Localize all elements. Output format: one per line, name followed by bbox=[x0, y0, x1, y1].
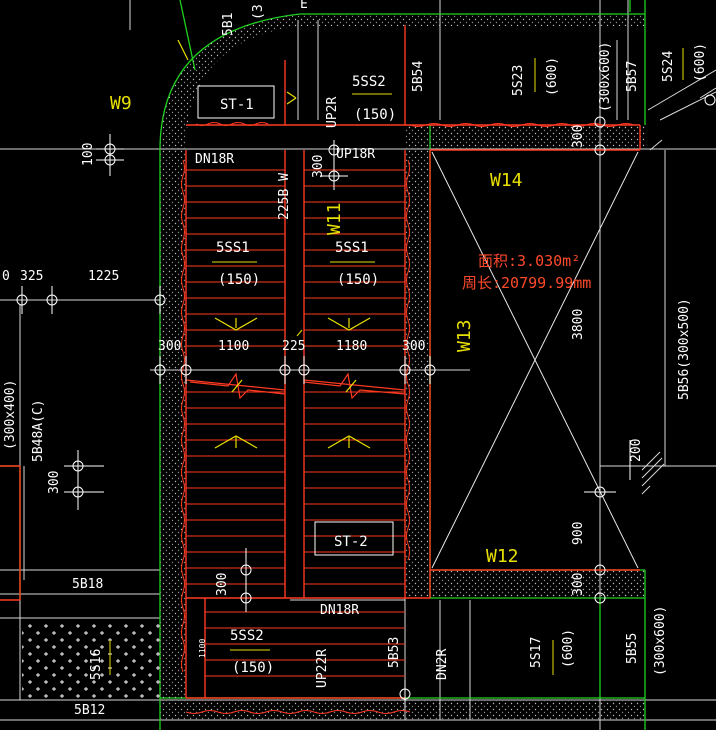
label-top-frag: 5B1 bbox=[221, 13, 236, 36]
void-cross bbox=[431, 151, 639, 569]
label-s16: 5S16 bbox=[89, 649, 104, 680]
label-s24-dim: (600) bbox=[693, 43, 708, 82]
label-b57: 5B57 bbox=[625, 61, 640, 92]
label-b53: 5B53 bbox=[387, 637, 402, 668]
label-s17-dim: (600) bbox=[561, 629, 576, 668]
label-s17: 5S17 bbox=[529, 637, 544, 668]
label-up22r: UP22R bbox=[315, 649, 330, 688]
walk-arrows bbox=[177, 39, 371, 449]
st1-box bbox=[197, 85, 275, 119]
label-st1: ST-1 bbox=[220, 97, 254, 113]
break-symbols bbox=[189, 372, 406, 400]
label-ss1-right: 5SS1 bbox=[335, 240, 369, 256]
label-up18r: UP18R bbox=[336, 147, 375, 162]
label-300-top-right: 300 bbox=[571, 125, 586, 148]
label-w14: W14 bbox=[490, 170, 523, 191]
green-wall-outline bbox=[0, 0, 646, 730]
label-ss2-top: 5SS2 bbox=[352, 74, 386, 90]
label-ss2-bottom: 5SS2 bbox=[230, 628, 264, 644]
label-b18: 5B18 bbox=[72, 577, 103, 592]
label-top-frag2: (3 bbox=[251, 4, 266, 20]
label-300-mid: 300 bbox=[311, 155, 326, 178]
label-w11: W11 bbox=[324, 202, 345, 235]
label-b55-dim: (300x600) bbox=[653, 606, 668, 676]
label-dn18r-bottom: DN18R bbox=[320, 603, 359, 618]
label-top-frag3: E bbox=[300, 0, 308, 12]
label-dim-300-left: 300 bbox=[158, 339, 181, 354]
label-area: 面积:3.030m² bbox=[478, 252, 580, 270]
hatch-marks bbox=[641, 87, 716, 495]
dimension-arrows bbox=[109, 48, 684, 675]
label-dim-300-right: 300 bbox=[402, 339, 425, 354]
break-yellow bbox=[231, 379, 357, 393]
label-dn2r: DN2R bbox=[435, 649, 450, 680]
dotted-walls bbox=[22, 14, 645, 720]
label-b55: 5B55 bbox=[625, 633, 640, 664]
labels: ST-1 ST-2 W9 W14 W12 W11 W13 面积:3.030m² … bbox=[2, 0, 708, 718]
label-perimeter: 周长:20799.99mm bbox=[462, 274, 591, 292]
label-dim-325: 325 bbox=[20, 269, 43, 284]
label-s23: 5S23 bbox=[511, 65, 526, 96]
label-300-left: 300 bbox=[47, 471, 62, 494]
label-b48a: 5B48A(C) bbox=[31, 399, 46, 462]
label-225bw: 225B W bbox=[277, 173, 292, 220]
label-300-bottom-right: 300 bbox=[571, 573, 586, 596]
label-dim-1100: 1100 bbox=[218, 339, 249, 354]
label-s23-dim: (600) bbox=[545, 57, 560, 96]
label-w12: W12 bbox=[486, 546, 519, 567]
wavy-edges bbox=[181, 122, 635, 714]
label-b54: 5B54 bbox=[411, 61, 426, 92]
label-b57-dim: (300x600) bbox=[598, 42, 613, 112]
label-ss2-bottom-dim: (150) bbox=[232, 660, 274, 676]
label-dim-0: 0 bbox=[2, 269, 10, 284]
label-100: 100 bbox=[81, 143, 96, 166]
label-dim-1180: 1180 bbox=[336, 339, 367, 354]
label-ss1-left: 5SS1 bbox=[216, 240, 250, 256]
label-ss1-left-dim: (150) bbox=[218, 272, 260, 288]
label-ss2-top-dim: (150) bbox=[354, 107, 396, 123]
label-s24: 5S24 bbox=[661, 51, 676, 82]
label-b56: 5B56(300x500) bbox=[677, 298, 692, 400]
label-b48a-dim: (300x400) bbox=[3, 380, 18, 450]
grid-crosshairs bbox=[21, 134, 631, 708]
label-900: 900 bbox=[571, 522, 586, 545]
label-w9: W9 bbox=[110, 93, 132, 114]
label-dim-1225: 1225 bbox=[88, 269, 119, 284]
st2-box bbox=[314, 521, 394, 556]
label-up2r: UP2R bbox=[325, 97, 340, 128]
label-300-bottom: 300 bbox=[215, 573, 230, 596]
label-ss1-right-dim: (150) bbox=[337, 272, 379, 288]
label-st2: ST-2 bbox=[334, 534, 368, 550]
label-b12: 5B12 bbox=[74, 703, 105, 718]
label-200: 200 bbox=[629, 439, 644, 462]
label-dim-225: 225 bbox=[282, 339, 305, 354]
label-3800: 3800 bbox=[571, 309, 586, 340]
label-w13: W13 bbox=[454, 319, 475, 352]
label-tiny-1100: 1100 bbox=[198, 639, 207, 658]
label-dn18r-top: DN18R bbox=[195, 152, 234, 167]
